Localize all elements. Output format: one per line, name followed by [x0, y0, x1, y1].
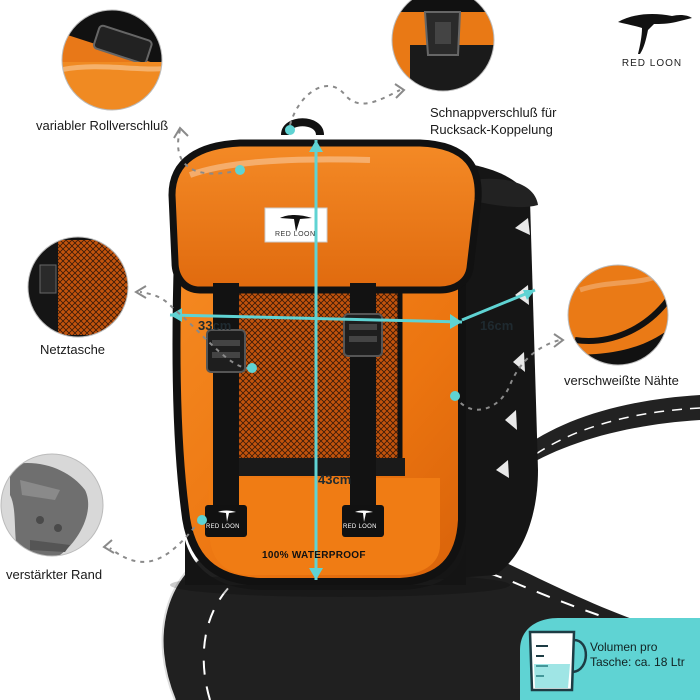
- callout-connectors: [109, 85, 561, 563]
- detail-reinforced-edge: [0, 453, 104, 557]
- label-reinforced-edge: verstärkter Rand: [6, 567, 103, 582]
- loon-bird-icon: [618, 14, 692, 54]
- dimension-width: 33cm: [198, 318, 232, 333]
- strap-logo-left: RED LOON: [206, 524, 240, 530]
- waterproof-label: 100% WATERPROOF: [262, 550, 366, 561]
- detail-welded-seams: [567, 264, 669, 366]
- dimension-lines: [169, 140, 536, 580]
- callout-dots: [197, 125, 460, 525]
- label-net-pocket: Netztasche: [40, 342, 106, 357]
- volume-line2: Tasche: ca. 18 Ltr: [590, 655, 685, 669]
- strap-logo-right: RED LOON: [343, 524, 377, 530]
- measuring-jug-icon: [528, 630, 588, 692]
- volume-text: Volumen pro Tasche: ca. 18 Ltr: [590, 640, 685, 670]
- label-welded-seams: verschweißte Nähte: [564, 373, 679, 388]
- detail-snap-buckle: [391, 0, 495, 92]
- pannier-bag: [168, 118, 538, 590]
- label-roll-closure: variabler Rollverschluß: [36, 118, 169, 133]
- detail-roll-closure: [61, 9, 163, 111]
- detail-net-pocket: [27, 236, 129, 338]
- volume-badge: [520, 618, 700, 700]
- flap-logo-text: RED LOON: [275, 231, 316, 238]
- label-snap-line1: Schnappverschluß für: [430, 105, 557, 120]
- dimension-depth: 16cm: [480, 318, 514, 333]
- brand-name: RED LOON: [621, 58, 683, 69]
- label-snap-line2: Rucksack-Koppelung: [430, 122, 553, 137]
- volume-line1: Volumen pro: [590, 640, 658, 654]
- dimension-height: 43cm: [318, 472, 352, 487]
